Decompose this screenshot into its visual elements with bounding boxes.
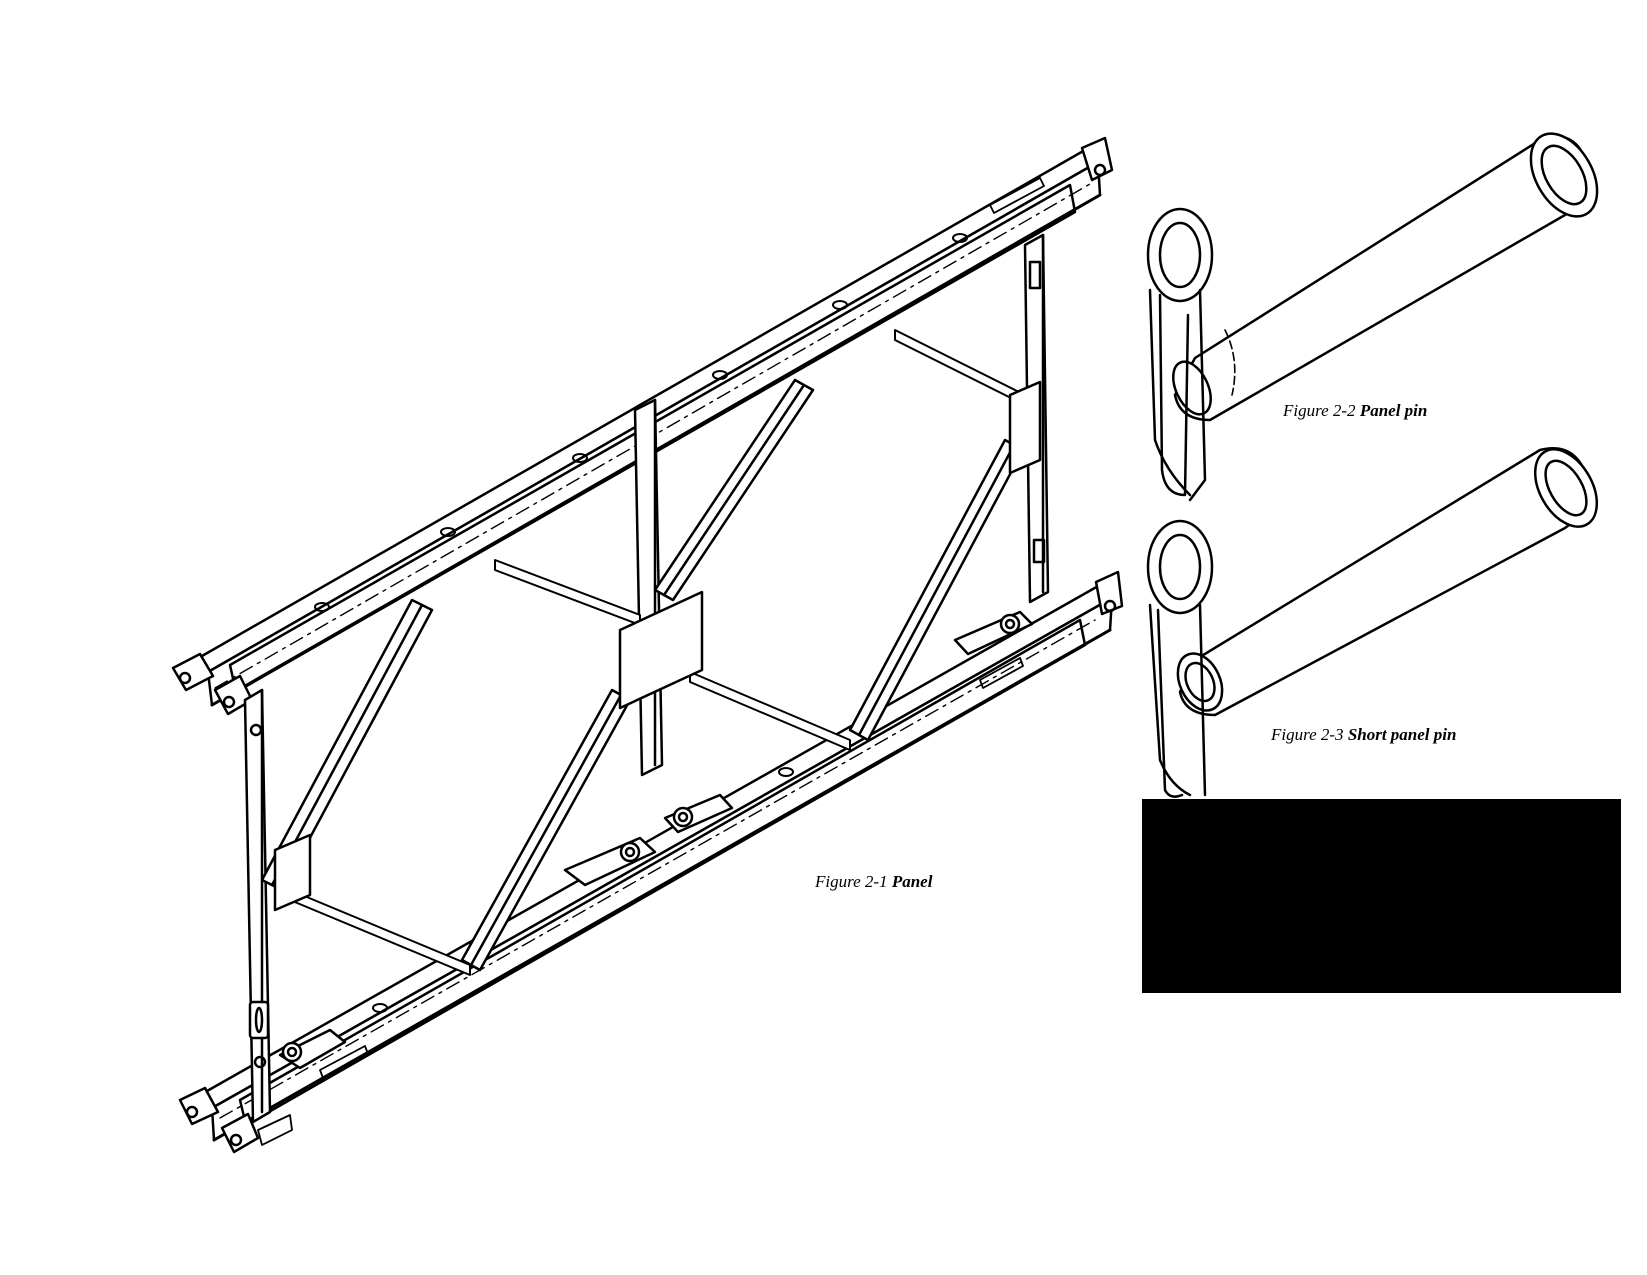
panel-truss-drawing [171,136,1124,1154]
top-chord-holes [314,233,968,612]
short-panel-pin-drawing [1146,447,1599,798]
figure-number: Figure 2-2 [1283,401,1356,420]
figure-name: Panel [891,872,933,891]
figure-number: Figure 2-3 [1271,725,1344,744]
panel-pin-drawing [1146,132,1599,502]
diagonal-braces [260,378,1025,972]
bottom-chord [178,570,1124,1154]
gusset-plates [273,380,1042,912]
figure-2-1-caption: Figure 2-1 Panel [815,872,932,892]
redaction-block [1142,799,1621,993]
figure-number: Figure 2-1 [815,872,888,891]
figure-2-3-caption: Figure 2-3 Short panel pin [1271,725,1456,745]
cross-braces [289,329,1026,976]
figure-name: Short panel pin [1347,725,1457,744]
bottom-chord-holes [372,767,794,1013]
figure-2-2-caption: Figure 2-2 Panel pin [1283,401,1427,421]
bolt-brackets [278,610,1034,1070]
figure-name: Panel pin [1359,401,1428,420]
